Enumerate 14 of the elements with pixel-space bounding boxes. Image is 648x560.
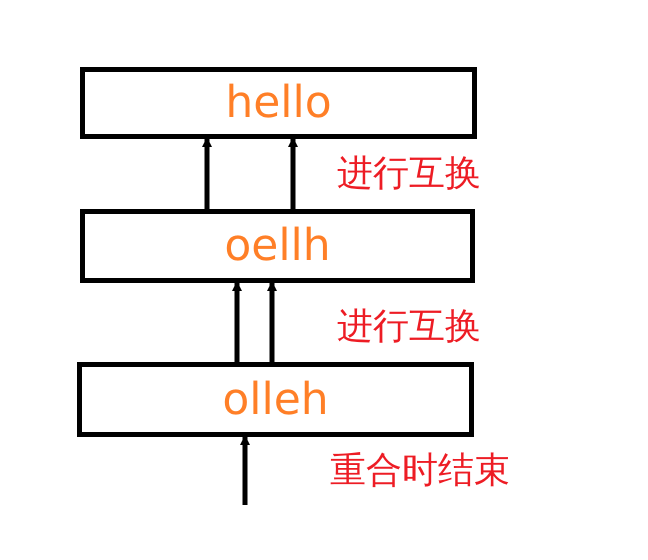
note-text: 重合时结束 [330,453,510,489]
text-box [80,67,477,139]
note-text: 进行互换 [337,309,481,345]
word-text: oellh [224,224,331,268]
note-text: 进行互换 [337,156,481,192]
word-text: olleh [222,378,329,422]
arrow [267,281,277,362]
text-box [77,362,474,437]
arrow [288,137,298,209]
text-box [80,209,475,283]
word-text: hello [225,81,332,125]
arrow [202,137,212,209]
arrow [232,281,242,362]
arrow [240,435,250,505]
